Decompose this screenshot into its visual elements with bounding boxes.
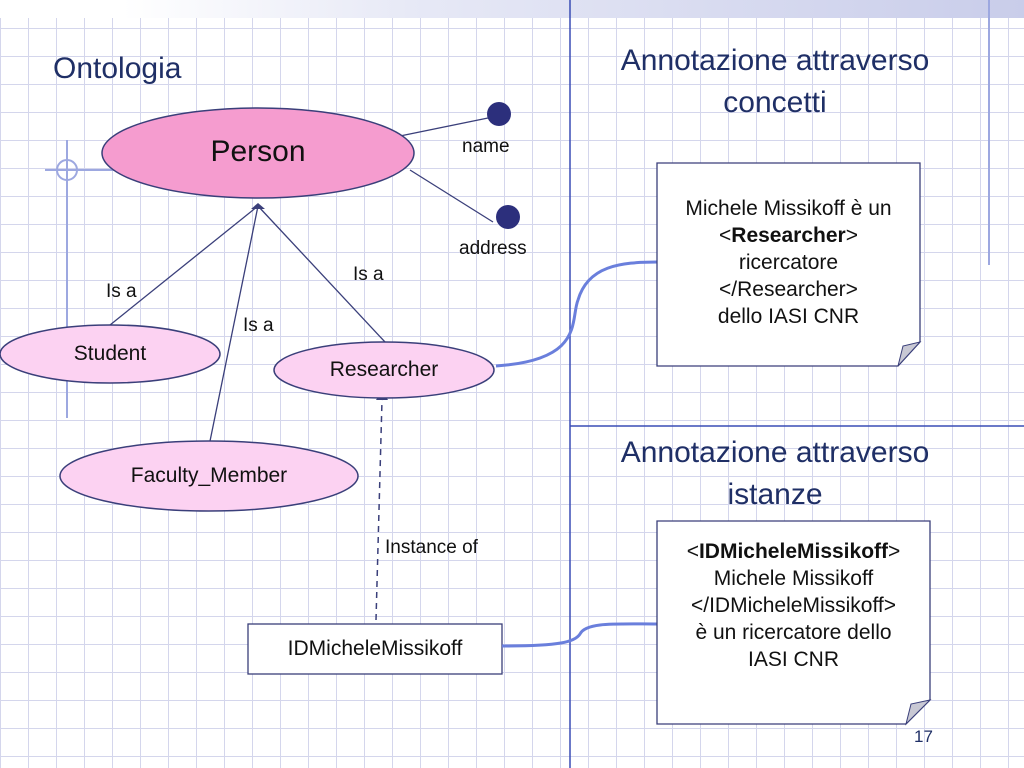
is-a-arrowhead (251, 203, 265, 209)
student-node (0, 324, 221, 384)
concept-note-line: ricercatore (738, 251, 839, 274)
instance-node (247, 623, 503, 675)
instance-note-tag: IDMicheleMissikoff (698, 540, 889, 563)
instance-note-line: IASI CNR (747, 648, 839, 671)
name-connector (399, 117, 489, 137)
concept-note-tag-line: <Researcher> (657, 222, 920, 249)
researcher-to-note-connector (495, 260, 659, 368)
concept-annotation-heading-line1: Annotazione attraverso (620, 44, 930, 77)
researcher-is-a-label: Is a (353, 264, 384, 285)
address-attribute-dot (496, 205, 520, 229)
top-band (0, 0, 1024, 18)
student-label: Student (73, 342, 147, 365)
person-label: Person (210, 135, 306, 168)
concept-note-line: dello IASI CNR (717, 305, 860, 328)
instance-annotation-heading-line2: istanze (727, 478, 823, 511)
concept-note-line: </Researcher> (719, 278, 858, 301)
researcher-node (273, 341, 495, 399)
instance-annotation-heading-line1: Annotazione attraverso (620, 436, 930, 469)
person-node (101, 107, 415, 199)
address-connector (409, 169, 494, 223)
researcher-label: Researcher (329, 358, 439, 381)
concept-note-text: Michele Missikoff è un <Researcher> rice… (657, 195, 920, 330)
student-is-a-edge (109, 205, 259, 326)
faculty-member-node (59, 440, 359, 512)
instance-note-line: Michele Missikoff (713, 567, 874, 590)
instance-of-label: Instance of (385, 537, 478, 558)
concept-note-tag-close: > (845, 224, 858, 247)
instance-note-line: è un ricercatore dello (695, 621, 892, 644)
name-attribute-label: name (462, 136, 510, 157)
concept-note-tag: Researcher (731, 224, 846, 247)
instance-of-edge (375, 399, 383, 621)
faculty-member-label: Faculty_Member (130, 464, 288, 487)
instance-label: IDMicheleMissikoff (287, 637, 463, 660)
faculty-is-a-edge (208, 205, 259, 447)
concept-note-tag-open: < (719, 224, 732, 247)
instance-note-tag-open: < (686, 540, 699, 563)
instance-note-tag-line: <IDMicheleMissikoff> (657, 538, 930, 565)
address-attribute-label: address (459, 238, 527, 259)
researcher-is-a-edge (257, 205, 386, 343)
concept-annotation-heading-line2: concetti (723, 86, 827, 119)
instance-note-line: </IDMicheleMissikoff> (690, 594, 897, 617)
name-attribute-dot (487, 102, 511, 126)
student-is-a-label: Is a (106, 281, 137, 302)
left-accent-circle (56, 159, 78, 181)
page-title: Ontologia (53, 52, 182, 85)
faculty-is-a-label: Is a (243, 315, 274, 336)
page-number: 17 (914, 727, 933, 746)
instance-to-note-connector (501, 622, 659, 648)
concept-note-fold (897, 341, 922, 367)
instance-note-text: <IDMicheleMissikoff> Michele Missikoff <… (657, 538, 930, 673)
instance-note-tag-close: > (888, 540, 901, 563)
instance-note-fold (905, 699, 932, 726)
concept-note-line: Michele Missikoff è un (685, 197, 892, 220)
